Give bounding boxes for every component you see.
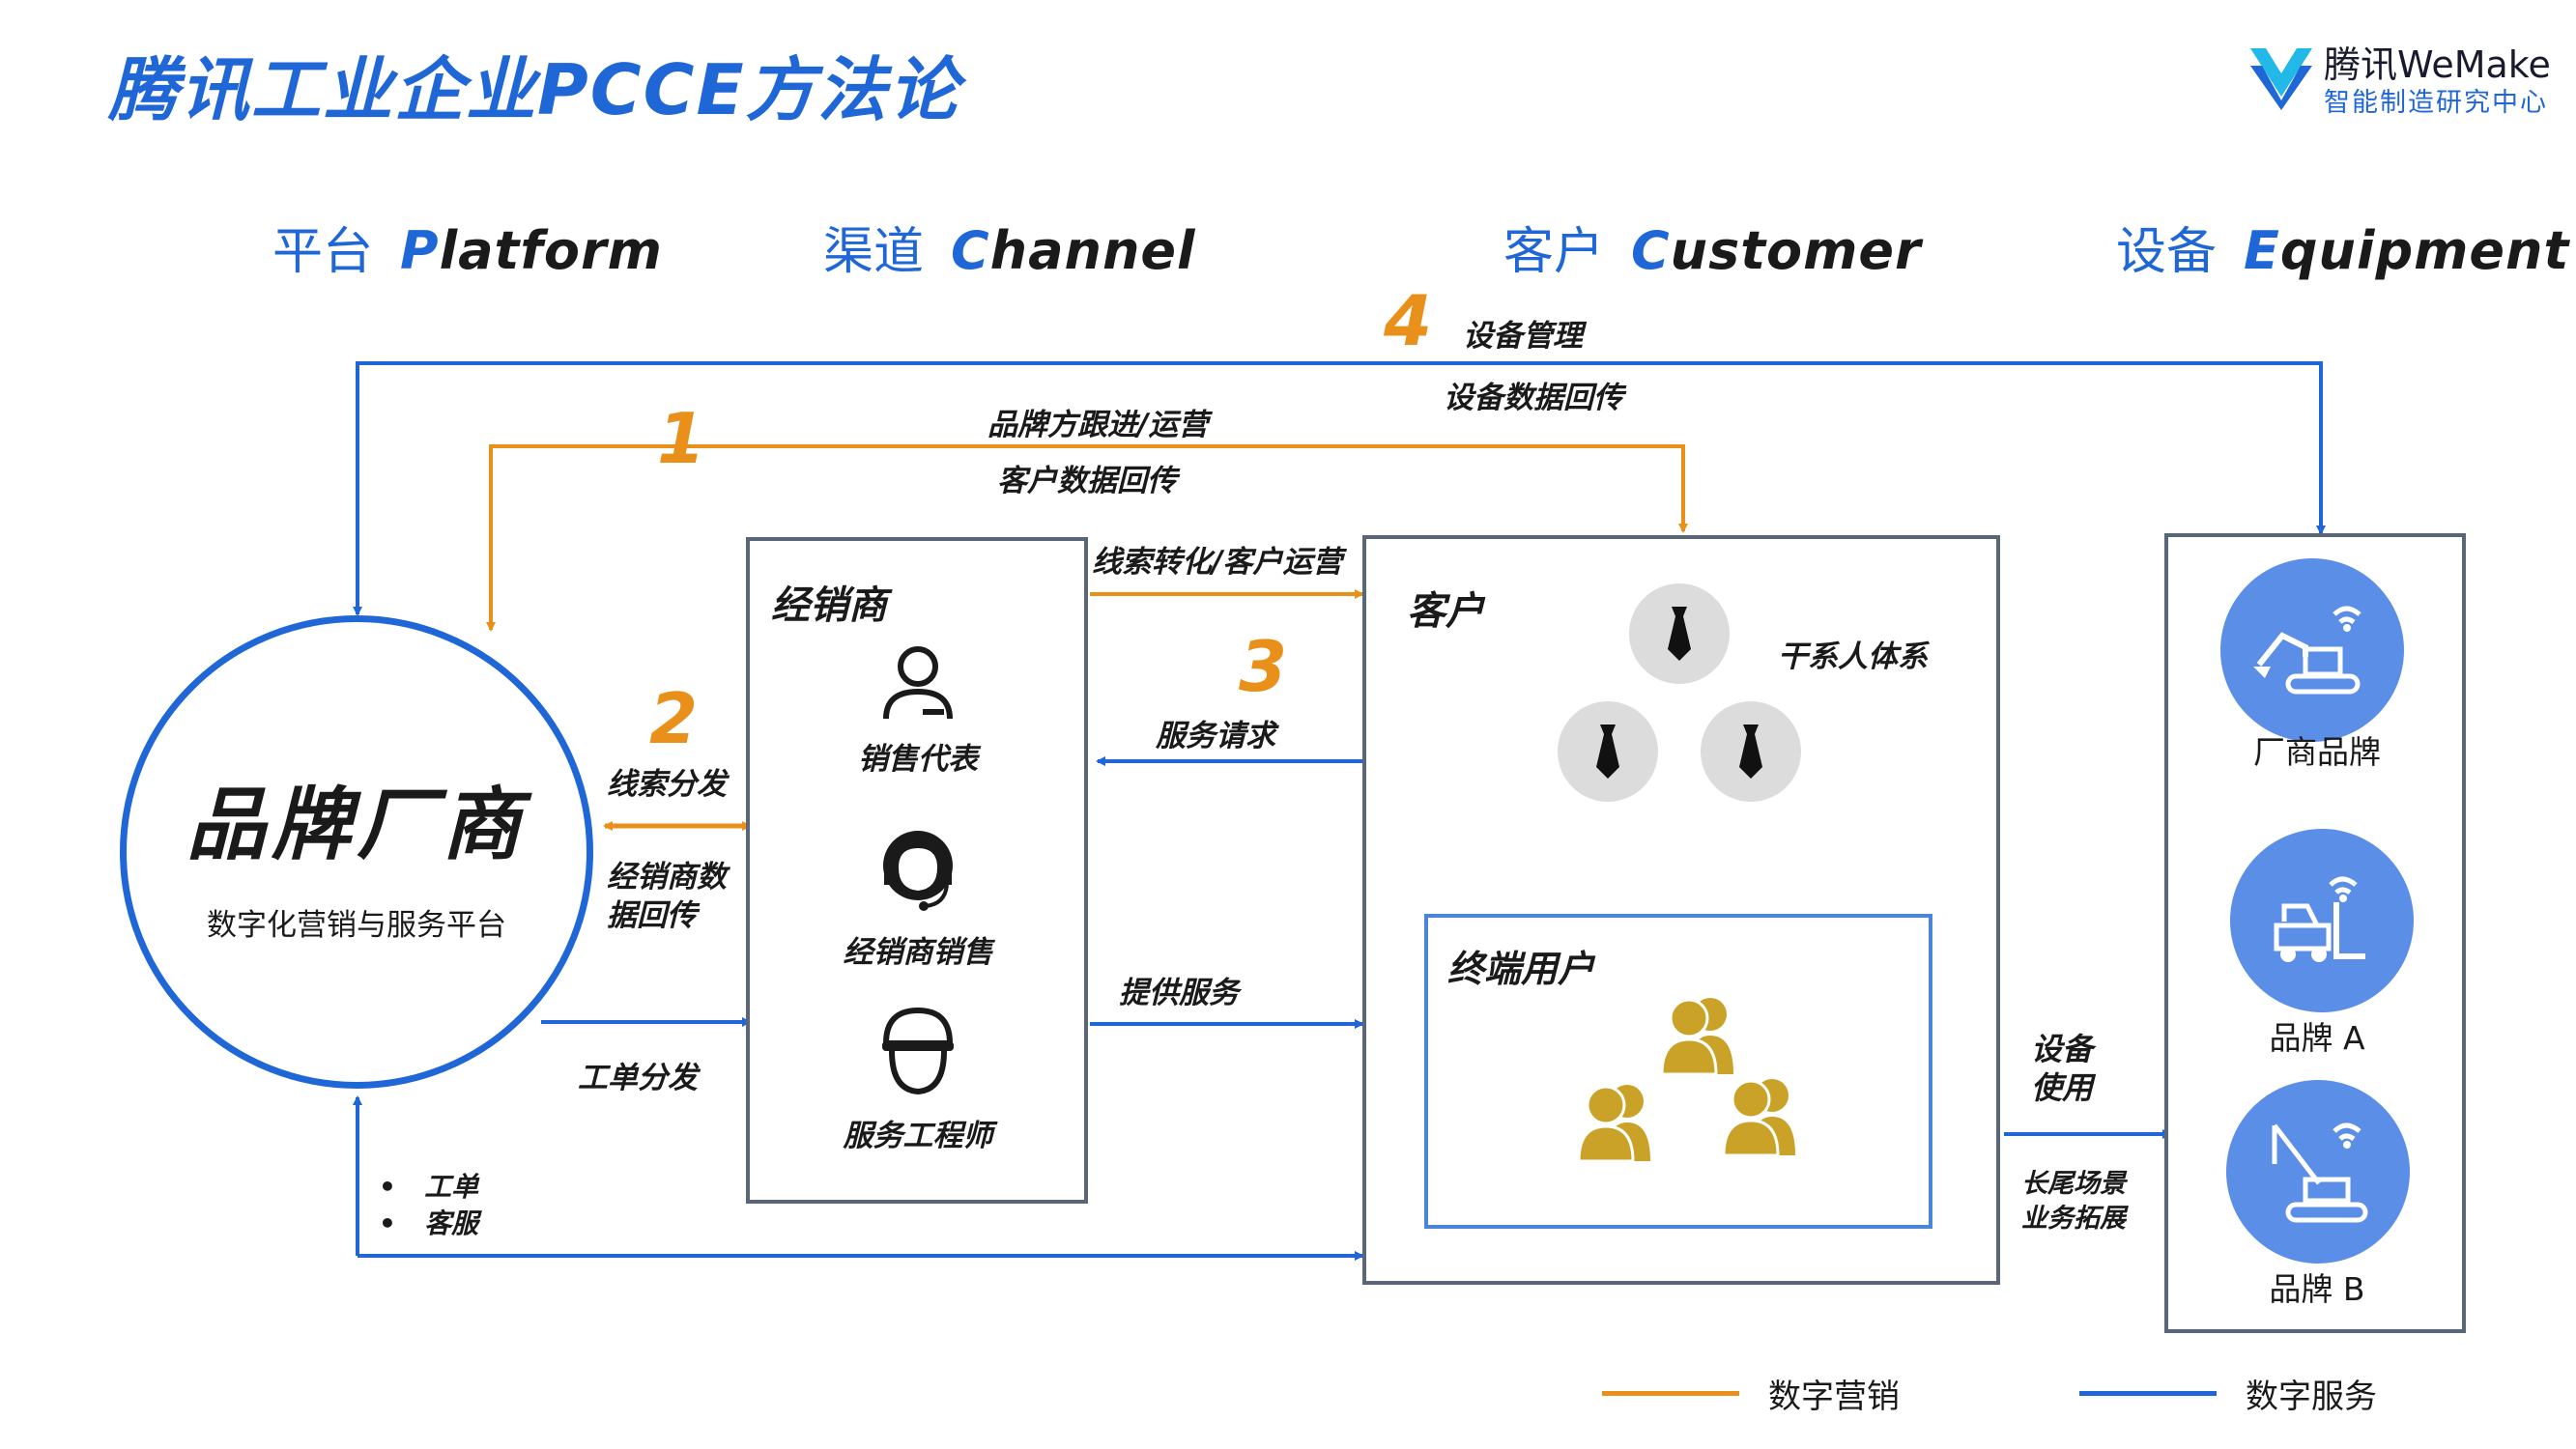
- flow-2-label-top: 线索分发: [607, 767, 727, 802]
- user-group-icon: [1660, 998, 1733, 1074]
- equipment-brand-label: 品牌 B: [2269, 1270, 2365, 1308]
- dealer-role-dealer-sales: 经销商销售: [792, 821, 1044, 971]
- stakeholder-tie-icon: [1701, 701, 1801, 802]
- forklift-wifi-icon: [2230, 829, 2414, 1012]
- equipment-box: 厂商品牌 品牌 A 品牌 B: [2164, 533, 2466, 1333]
- flow-1-label-top: 品牌方跟进/运营: [987, 408, 1209, 442]
- service-request-label: 服务请求: [1156, 719, 1275, 753]
- dealer-box: 经销商 销售代表 经销商销售 服务工程师: [746, 537, 1088, 1204]
- bottom-bullets: • 工单 • 客服: [379, 1169, 478, 1242]
- flow-4-number: 4: [1384, 280, 1433, 361]
- headset-agent-icon: [883, 831, 953, 911]
- stakeholder-tie-icon: [1558, 701, 1658, 802]
- brand-manufacturer-node: 品牌厂商 数字化营销与服务平台: [120, 615, 593, 1089]
- work-order-label: 工单分发: [578, 1061, 698, 1095]
- dealer-role-sales-rep: 销售代表: [792, 638, 1044, 778]
- legend-service-label: 数字服务: [2246, 1378, 2377, 1416]
- legend-service-swatch: [2079, 1391, 2217, 1396]
- flow-3-label-top: 线索转化/客户运营: [1092, 545, 1343, 580]
- legend-marketing-swatch: [1602, 1391, 1739, 1396]
- end-user-box: 终端用户: [1424, 914, 1932, 1229]
- flow-2-number: 2: [649, 678, 699, 759]
- logo-subtitle: 智能制造研究中心: [2324, 88, 2548, 118]
- flow-3-number: 3: [1239, 626, 1288, 707]
- brand-title: 品牌厂商: [186, 780, 527, 871]
- column-channel: 渠道 Channel: [823, 220, 1196, 281]
- wemake-logo-icon: [2247, 43, 2316, 116]
- brand-subtitle: 数字化营销与服务平台: [207, 908, 506, 943]
- end-user-title: 终端用户: [1447, 948, 1595, 990]
- user-group-icon: [1722, 1079, 1795, 1155]
- equipment-brand-label: 品牌 A: [2269, 1019, 2365, 1057]
- legend-marketing-label: 数字营销: [1768, 1378, 1900, 1416]
- bullet-item: • 客服: [379, 1208, 479, 1239]
- excavator-wifi-icon: [2220, 558, 2404, 742]
- dealer-role-service-engineer: 服务工程师: [792, 1005, 1044, 1154]
- crane-wifi-icon: [2226, 1080, 2410, 1264]
- stakeholder-label: 干系人体系: [1778, 639, 1928, 674]
- long-tail-label: 长尾场景业务拓展: [2021, 1169, 2126, 1234]
- equipment-use-label: 设备使用: [2031, 1031, 2094, 1106]
- flow-1-label-bottom: 客户数据回传: [997, 464, 1177, 498]
- flow-2-label-bottom: 经销商数据回传: [607, 860, 727, 933]
- column-platform: 平台 Platform: [272, 220, 663, 281]
- equipment-brand-label: 厂商品牌: [2253, 733, 2381, 771]
- logo-name: 腾讯WeMake: [2324, 43, 2551, 86]
- engineer-cap-icon: [882, 1007, 954, 1095]
- customer-title: 客户: [1407, 589, 1484, 634]
- column-customer: 客户 Customer: [1503, 220, 1922, 281]
- flow-1-number: 1: [657, 398, 706, 479]
- provide-service-label: 提供服务: [1119, 976, 1239, 1010]
- bullet-item: • 工单: [379, 1171, 479, 1203]
- person-icon: [883, 646, 953, 720]
- dealer-title: 经销商: [771, 583, 887, 628]
- stakeholder-tie-icon: [1629, 583, 1730, 684]
- flow-4-label-bottom: 设备数据回传: [1444, 381, 1623, 415]
- flow-4-label-top: 设备管理: [1463, 319, 1583, 354]
- page-title: 腾讯工业企业PCCE方法论: [108, 49, 960, 130]
- customer-box: 客户 干系人体系 终端用户: [1362, 535, 2000, 1285]
- column-equipment: 设备 Equipment: [2116, 220, 2570, 281]
- user-group-icon: [1577, 1085, 1650, 1161]
